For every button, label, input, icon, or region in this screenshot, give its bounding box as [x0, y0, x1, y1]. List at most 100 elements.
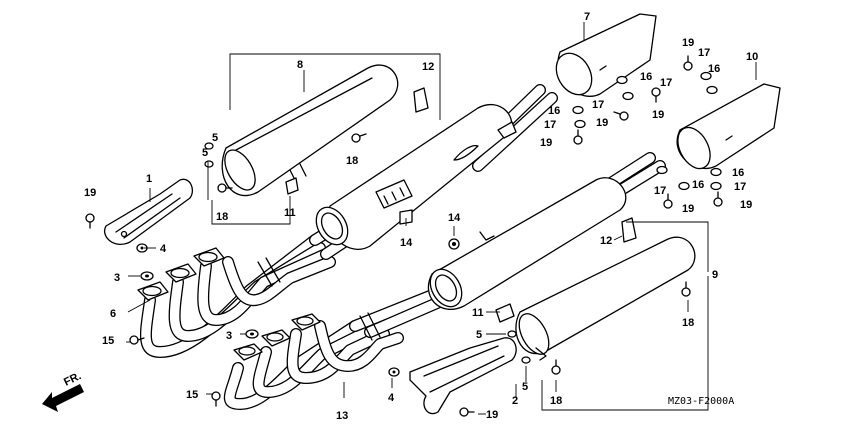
callout-11: 11: [472, 307, 484, 319]
callout-18: 18: [346, 155, 358, 167]
end-cap-lower: [676, 83, 781, 170]
callout-3: 3: [226, 330, 232, 342]
bolt: [573, 129, 583, 145]
callout-17: 17: [544, 119, 556, 131]
callout-16: 16: [708, 63, 720, 75]
bolt: [613, 111, 629, 121]
exhaust-pipe-left: [223, 286, 450, 410]
callout-18: 18: [550, 395, 562, 407]
washer: [507, 330, 517, 338]
callout-19: 19: [486, 409, 498, 421]
callout-19: 19: [596, 117, 608, 129]
callout-15: 15: [102, 335, 114, 347]
callout-17: 17: [592, 99, 604, 111]
callout-17: 17: [654, 185, 666, 197]
washer: [678, 181, 690, 191]
protector-upper: [104, 178, 194, 245]
callout-16: 16: [732, 167, 744, 179]
bolt: [351, 133, 367, 143]
callout-3: 3: [114, 272, 120, 284]
callout-2: 2: [512, 395, 518, 407]
callout-5: 5: [522, 381, 528, 393]
callout-17: 17: [734, 181, 746, 193]
bolt: [651, 87, 661, 103]
flange-right-bank: [137, 247, 225, 301]
washer: [710, 167, 722, 177]
bracket-11-upper: [285, 177, 299, 195]
washer: [700, 71, 712, 81]
callout-8: 8: [297, 59, 303, 71]
callout-11: 11: [284, 207, 296, 219]
bracket-12-lower: [621, 217, 637, 243]
washer: [574, 119, 586, 129]
heat-shield-upper: [221, 64, 399, 197]
bolt: [217, 183, 233, 193]
callout-17: 17: [698, 47, 710, 59]
callout-10: 10: [746, 51, 758, 63]
callout-9: 9: [712, 269, 718, 281]
bolt: [683, 55, 693, 71]
callout-15: 15: [186, 389, 198, 401]
callout-18: 18: [682, 317, 694, 329]
bolt: [713, 191, 723, 207]
bracket-12-upper: [413, 87, 429, 113]
washer: [706, 85, 718, 95]
bolt: [129, 335, 145, 345]
bolt: [681, 281, 691, 297]
callout-19: 19: [652, 109, 664, 121]
muffler-lower-body: [427, 152, 666, 311]
washer: [245, 329, 259, 339]
callout-4: 4: [160, 243, 167, 255]
callout-12: 12: [600, 235, 612, 247]
washer: [388, 367, 400, 377]
washer: [572, 105, 584, 115]
bolt: [211, 391, 221, 407]
callout-16: 16: [640, 71, 652, 83]
end-cap-upper: [555, 13, 657, 97]
hardware: [85, 55, 723, 417]
callout-18: 18: [216, 211, 228, 223]
callout-numbers: 1 2 3 3 4 4 5 5 5 5 6 7 8 9 10 11 11 12 …: [84, 11, 758, 422]
flange-left-bank: [233, 313, 321, 361]
callout-19: 19: [84, 187, 96, 199]
callout-16: 16: [548, 105, 560, 117]
callout-13: 13: [336, 410, 348, 422]
bolt: [85, 213, 95, 229]
diagram-code: MZ03-F2000A: [668, 396, 734, 407]
bolt: [459, 407, 475, 417]
callout-14: 14: [400, 237, 413, 249]
callout-6: 6: [110, 308, 116, 320]
callout-5: 5: [202, 147, 208, 159]
washer: [521, 356, 531, 364]
clamp-14-upper: [399, 209, 413, 225]
callout-4: 4: [388, 392, 395, 404]
heat-shield-lower: [515, 236, 696, 361]
callout-17: 17: [660, 77, 672, 89]
washer: [140, 271, 154, 281]
washer: [622, 91, 634, 101]
washer: [710, 181, 722, 191]
protector-lower: [409, 337, 517, 415]
callout-1: 1: [146, 173, 152, 185]
washer: [656, 165, 668, 175]
bracket-11-lower: [495, 303, 515, 323]
callout-16: 16: [692, 179, 704, 191]
muffler-upper-body: [315, 84, 558, 250]
clamp-14-lower: [448, 238, 460, 250]
bolt: [551, 359, 561, 375]
washer: [204, 160, 214, 168]
callout-5: 5: [476, 329, 482, 341]
washer: [204, 142, 214, 150]
callout-7: 7: [584, 11, 590, 23]
washer: [616, 75, 628, 85]
callout-14: 14: [448, 212, 461, 224]
callout-19: 19: [682, 203, 694, 215]
callout-5: 5: [212, 132, 218, 144]
callout-12: 12: [422, 61, 434, 73]
callout-19: 19: [540, 137, 552, 149]
callout-19: 19: [740, 199, 752, 211]
front-direction-arrow: FR.: [42, 370, 84, 412]
bolt: [663, 193, 673, 209]
callout-19: 19: [682, 37, 694, 49]
